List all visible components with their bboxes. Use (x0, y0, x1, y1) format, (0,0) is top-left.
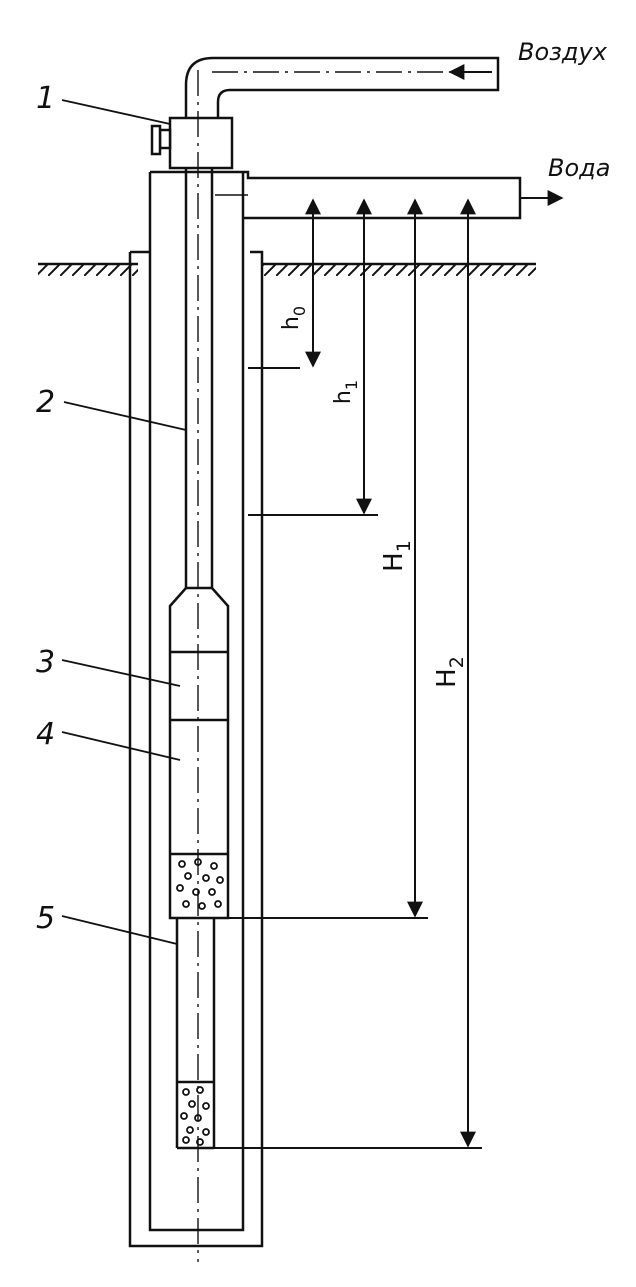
wellhead-fitting (150, 116, 234, 170)
ground-surface (38, 262, 536, 276)
pump-body (168, 586, 230, 920)
callout-4: 4 (36, 717, 55, 752)
water-label: Вода (548, 154, 610, 182)
dimension-labels: h0 h1 H1 H2 (279, 306, 468, 688)
label-H1: H1 (379, 540, 415, 572)
air-pipe (184, 168, 214, 590)
level-lines (214, 367, 482, 1149)
water-outlet-pipe (215, 170, 522, 220)
label-H2: H2 (432, 656, 468, 688)
tail-pipe (175, 918, 216, 1150)
callout-5: 5 (36, 901, 55, 936)
air-label: Воздух (518, 38, 608, 66)
label-h0: h0 (279, 306, 309, 330)
dimension-arrows (305, 198, 476, 1148)
air-supply-pipe (184, 56, 500, 118)
well-casing (128, 172, 264, 1248)
callout-3: 3 (36, 645, 55, 680)
center-axis (197, 70, 470, 1262)
callout-2: 2 (36, 385, 55, 420)
lower-filter (180, 1086, 210, 1146)
label-h1: h1 (331, 380, 361, 404)
callouts: 1 2 3 4 5 (36, 81, 187, 945)
callout-1: 1 (36, 81, 55, 116)
